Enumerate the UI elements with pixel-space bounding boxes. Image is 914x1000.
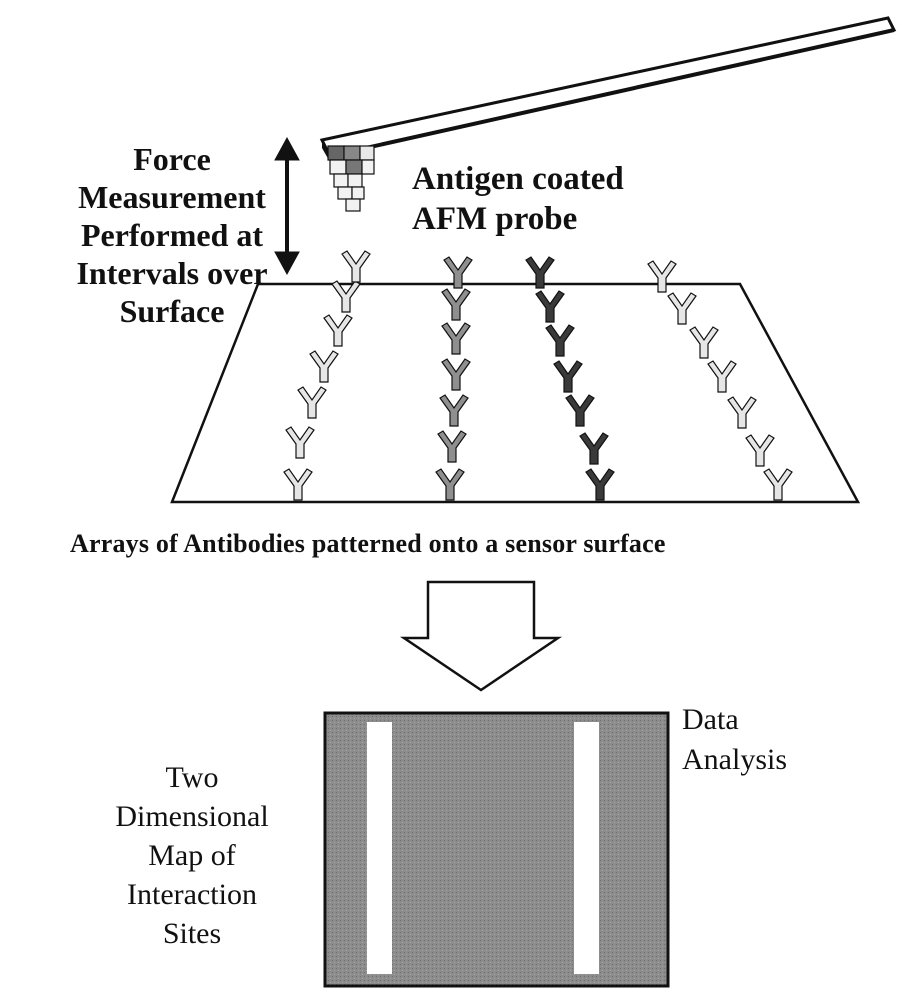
probe-label: Antigen coated AFM probe: [412, 160, 624, 239]
data-analysis-line: Analysis: [682, 742, 787, 776]
arrays-caption: Arrays of Antibodies patterned onto a se…: [70, 529, 666, 558]
force-label-line: Performed at: [80, 217, 264, 254]
force-label-line: Surface: [119, 293, 225, 330]
interaction-map: [323, 711, 670, 988]
map-stripe-right: [574, 722, 599, 974]
force-label-line: Intervals over: [76, 255, 268, 292]
sensor-surface: [170, 282, 861, 504]
data-analysis-label: Data Analysis: [682, 700, 787, 779]
map-label-line: Sites: [162, 917, 222, 950]
antigen-probe-tip: [327, 145, 375, 212]
force-label-line: Measurement: [78, 179, 266, 216]
measurement-double-arrow: [274, 136, 300, 276]
map-label-line: Dimensional: [115, 800, 269, 833]
afm-cantilever: [319, 16, 897, 162]
force-measurement-label: Force Measurement Performed at Intervals…: [62, 140, 282, 330]
map-label-line: Interaction: [127, 878, 257, 911]
map-stripe-left: [367, 722, 392, 974]
interaction-map-label: Two Dimensional Map of Interaction Sites: [72, 758, 312, 953]
map-label-line: Map of: [148, 839, 236, 872]
probe-label-line: Antigen coated: [412, 161, 624, 197]
data-analysis-line: Data: [682, 703, 739, 736]
probe-label-line: AFM probe: [412, 200, 578, 237]
process-arrow: [399, 580, 563, 692]
map-label-line: Two: [165, 761, 219, 794]
force-label-line: Force: [133, 141, 211, 177]
antibody: [341, 250, 371, 283]
